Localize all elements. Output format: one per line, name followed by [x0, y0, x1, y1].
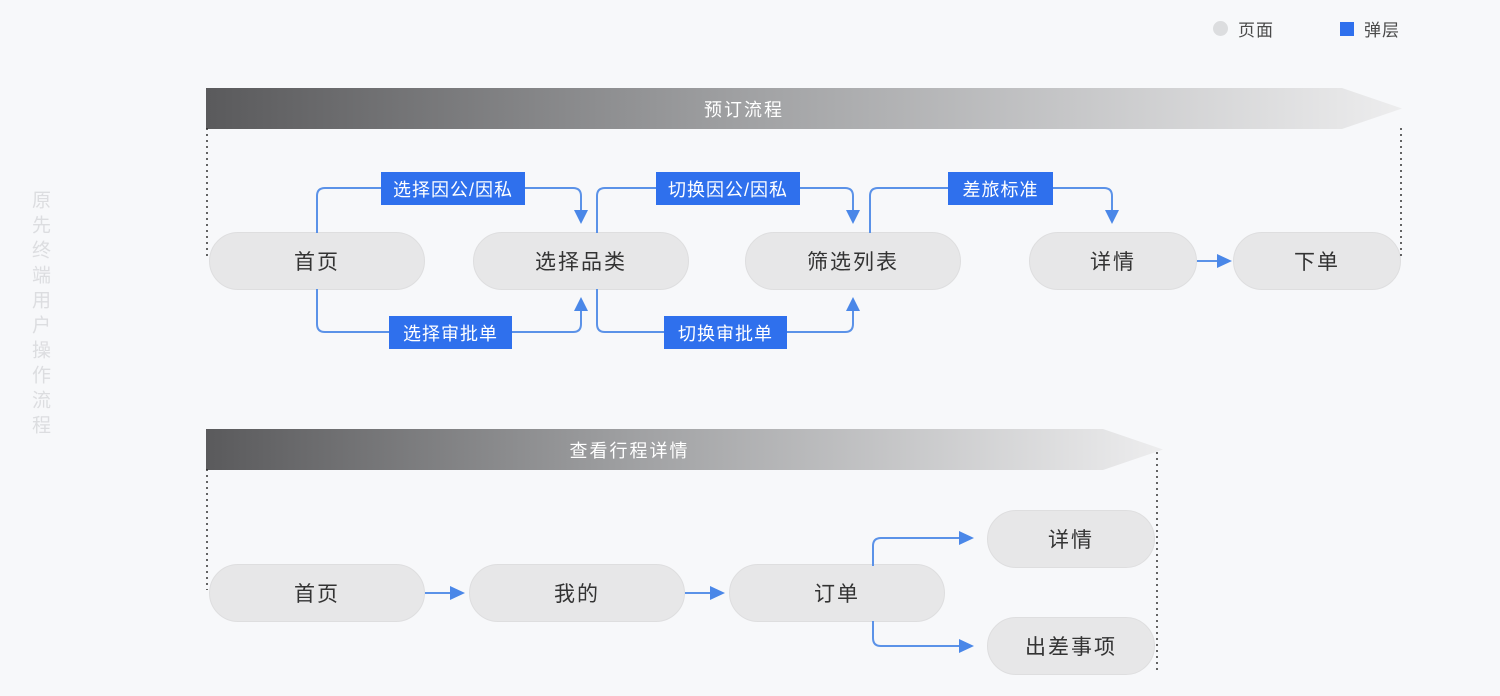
edge-label-switch-business-personal[interactable]: 切换因公/因私 — [656, 172, 800, 205]
section-banner-booking: 预订流程 — [206, 88, 1402, 129]
edge-label-travel-standard[interactable]: 差旅标准 — [948, 172, 1053, 205]
section-vertical-title: 原先终端用户操作流程 — [29, 190, 50, 440]
node-detail-trip[interactable]: 详情 — [987, 510, 1155, 568]
node-filter-list[interactable]: 筛选列表 — [745, 232, 961, 290]
node-orders[interactable]: 订单 — [729, 564, 945, 622]
legend-item-page: 页面 — [1213, 16, 1274, 41]
square-blue-icon — [1340, 21, 1354, 36]
node-select-category[interactable]: 选择品类 — [473, 232, 689, 290]
banner-arrow-shape — [206, 88, 1402, 129]
node-business-trip-items[interactable]: 出差事项 — [987, 617, 1155, 675]
legend-item-popup: 弹层 — [1340, 16, 1400, 41]
edge-label-select-business-personal[interactable]: 选择因公/因私 — [381, 172, 525, 205]
edge-label-select-approval[interactable]: 选择审批单 — [389, 316, 512, 349]
circle-gray-icon — [1213, 21, 1228, 36]
edge-label-switch-approval[interactable]: 切换审批单 — [664, 316, 787, 349]
node-detail-booking[interactable]: 详情 — [1029, 232, 1197, 290]
banner-title-trip-detail: 查看行程详情 — [569, 440, 690, 461]
legend-label-page: 页面 — [1238, 21, 1274, 40]
banner-arrow-shape-2 — [206, 429, 1163, 470]
node-place-order[interactable]: 下单 — [1233, 232, 1401, 290]
section-banner-trip-detail: 查看行程详情 — [206, 429, 1163, 470]
node-mine[interactable]: 我的 — [469, 564, 685, 622]
legend-label-popup: 弹层 — [1364, 21, 1400, 40]
node-home-trip[interactable]: 首页 — [209, 564, 425, 622]
banner-title-booking: 预订流程 — [704, 99, 784, 120]
legend: 页面 弹层 — [1213, 16, 1400, 41]
